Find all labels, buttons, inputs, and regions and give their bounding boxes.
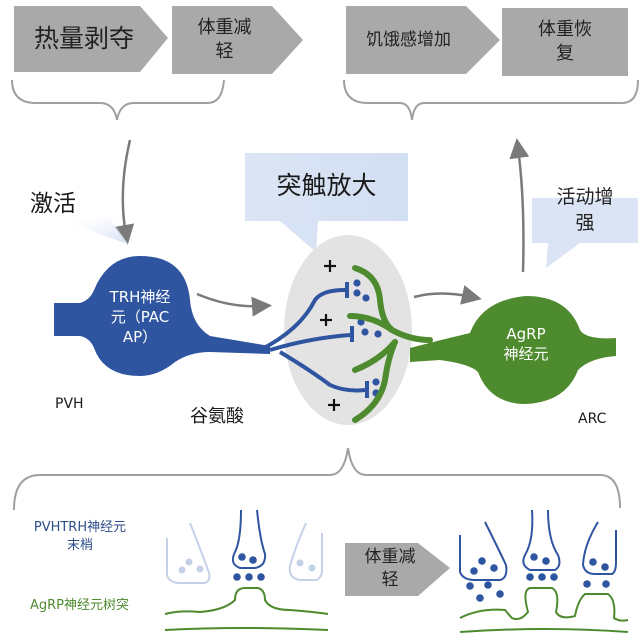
label-arc: ARC <box>578 411 607 427</box>
arrow-box-hunger-increase <box>346 6 500 74</box>
label-trh-neuron: TRH神经 元（PAC AP） <box>88 280 192 354</box>
label-weight-loss-bottom-line2: 轻 <box>381 570 399 590</box>
legend-trh-terminal: PVHTRH神经元 末梢 <box>20 515 140 559</box>
arrow-box-weight-loss <box>172 6 303 74</box>
arrow-box-calorie-deprivation <box>14 6 168 72</box>
agrp-dendrites <box>347 265 433 423</box>
label-trh-line2: 元（PAC <box>110 307 170 326</box>
label-calorie-deprivation: 热量剥夺 <box>33 24 134 54</box>
label-activity-increase: 活动增 强 <box>532 180 638 242</box>
arrow-trh-to-synapse <box>196 292 272 317</box>
legend-agrp-dendrite: AgRP神经元树突 <box>30 598 130 613</box>
bottom-right-synapse-diagram <box>459 509 629 633</box>
trh-neuron <box>54 256 270 376</box>
arrow-box-weight-loss-bottom <box>345 543 450 596</box>
synapse-plus-signs <box>320 260 340 411</box>
label-glutamate: 谷氨酸 <box>190 406 244 427</box>
label-activity-increase-line1: 活动增 <box>556 186 614 209</box>
label-agrp-line2: 神经元 <box>503 345 549 363</box>
label-agrp-line1: AgRP <box>506 324 546 343</box>
arrow-to-top-right <box>509 138 530 273</box>
label-weight-loss-top-line2: 轻 <box>215 41 234 62</box>
legend-trh-line2: 末梢 <box>66 538 93 553</box>
trh-terminals <box>345 282 369 398</box>
synapse-region <box>284 235 412 425</box>
trh-axon-branches <box>259 288 366 393</box>
label-weight-loss-bottom-line1: 体重减 <box>364 547 416 568</box>
callout-synaptic-amplification <box>245 153 408 221</box>
bracket-bottom <box>13 447 621 511</box>
arrow-to-trh-neuron <box>114 139 135 245</box>
bracket-top-left <box>11 79 225 121</box>
label-activation: 激活 <box>30 191 76 217</box>
label-weight-loss-top: 体重减 轻 <box>172 6 277 74</box>
label-agrp-neuron: AgRP 神经元 <box>484 316 568 372</box>
label-weight-loss-bottom: 体重减 轻 <box>345 540 435 598</box>
label-weight-recovery-line2: 复 <box>556 43 574 64</box>
arrow-synapse-to-agrp <box>413 285 482 305</box>
label-weight-loss-top-line1: 体重减 <box>197 16 252 38</box>
agrp-neuron <box>410 296 616 404</box>
label-synaptic-amplification: 突触放大 <box>276 171 377 200</box>
label-trh-line3: AP） <box>122 328 158 347</box>
label-weight-recovery: 体重恢 复 <box>502 8 628 76</box>
legend-trh-line1: PVHTRH神经元 <box>33 520 127 536</box>
callout-synaptic-tail <box>280 221 318 252</box>
callout-activity-tail <box>546 243 580 268</box>
label-activity-increase-line2: 强 <box>575 212 595 234</box>
callout-activity-increase <box>532 198 638 243</box>
label-weight-recovery-line1: 体重恢 <box>538 18 592 40</box>
label-trh-line1: TRH神经 <box>109 287 171 306</box>
callout-activation-tail <box>60 218 128 244</box>
label-pvh: PVH <box>55 396 84 412</box>
box-weight-recovery <box>502 8 628 76</box>
bracket-top-right <box>343 79 639 121</box>
label-hunger-increase: 饥饿感增加 <box>366 29 451 50</box>
bottom-left-synapse-diagram <box>164 509 329 631</box>
